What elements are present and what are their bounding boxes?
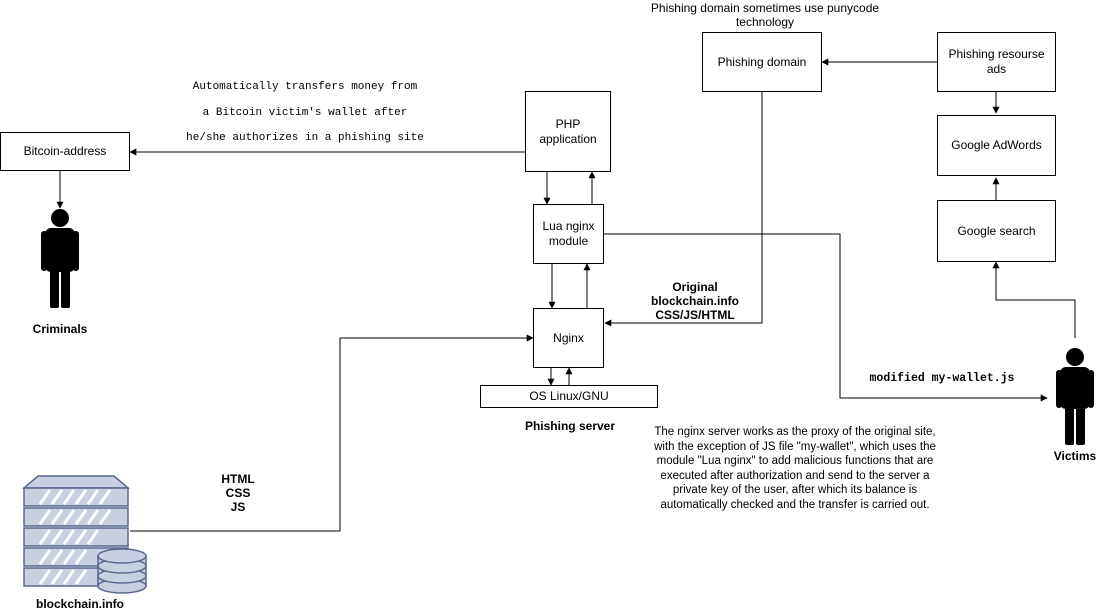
criminal-person-icon	[41, 209, 79, 308]
server-database-icon	[21, 475, 147, 594]
modified-wallet-label: modified my-wallet.js	[869, 372, 1015, 385]
html-css-js-label: HTML CSS JS	[221, 472, 255, 514]
phishing-domain-node: Phishing domain	[702, 32, 822, 92]
bitcoin-address-node: Bitcoin-address	[0, 132, 130, 171]
php-application-node: PHP application	[525, 91, 611, 172]
google-search-node: Google search	[937, 200, 1056, 262]
punycode-note: Phishing domain sometimes use punycode t…	[650, 1, 880, 29]
arrow-victims-to-search	[992, 261, 1076, 338]
nginx-node: Nginx	[533, 308, 604, 368]
victim-person-icon	[1056, 348, 1094, 445]
arrow-blockchain-to-nginx	[130, 334, 534, 532]
arrow-domain-to-nginx	[604, 92, 763, 327]
criminals-label: Criminals	[32, 322, 88, 336]
transfer-note-line-3: he/she authorizes in a phishing site	[186, 132, 424, 144]
lua-nginx-module-node: Lua nginx module	[533, 204, 604, 264]
original-assets-label: Original blockchain.info CSS/JS/HTML	[650, 280, 739, 322]
explanation-note: The nginx server works as the proxy of t…	[654, 426, 936, 511]
blockchain-info-label: blockchain.info	[35, 597, 124, 611]
phishing-ads-node: Phishing resourse ads	[937, 32, 1056, 92]
transfer-note-line-2: a Bitcoin victim's wallet after	[202, 107, 408, 119]
google-adwords-node: Google AdWords	[937, 115, 1056, 176]
transfer-note-line-1: Automatically transfers money from	[192, 81, 418, 93]
victims-label: Victims	[1053, 449, 1097, 463]
os-linux-node: OS Linux/GNU	[480, 385, 658, 408]
phishing-server-label: Phishing server	[524, 419, 616, 433]
arrow-lua-to-victims	[604, 233, 1048, 402]
